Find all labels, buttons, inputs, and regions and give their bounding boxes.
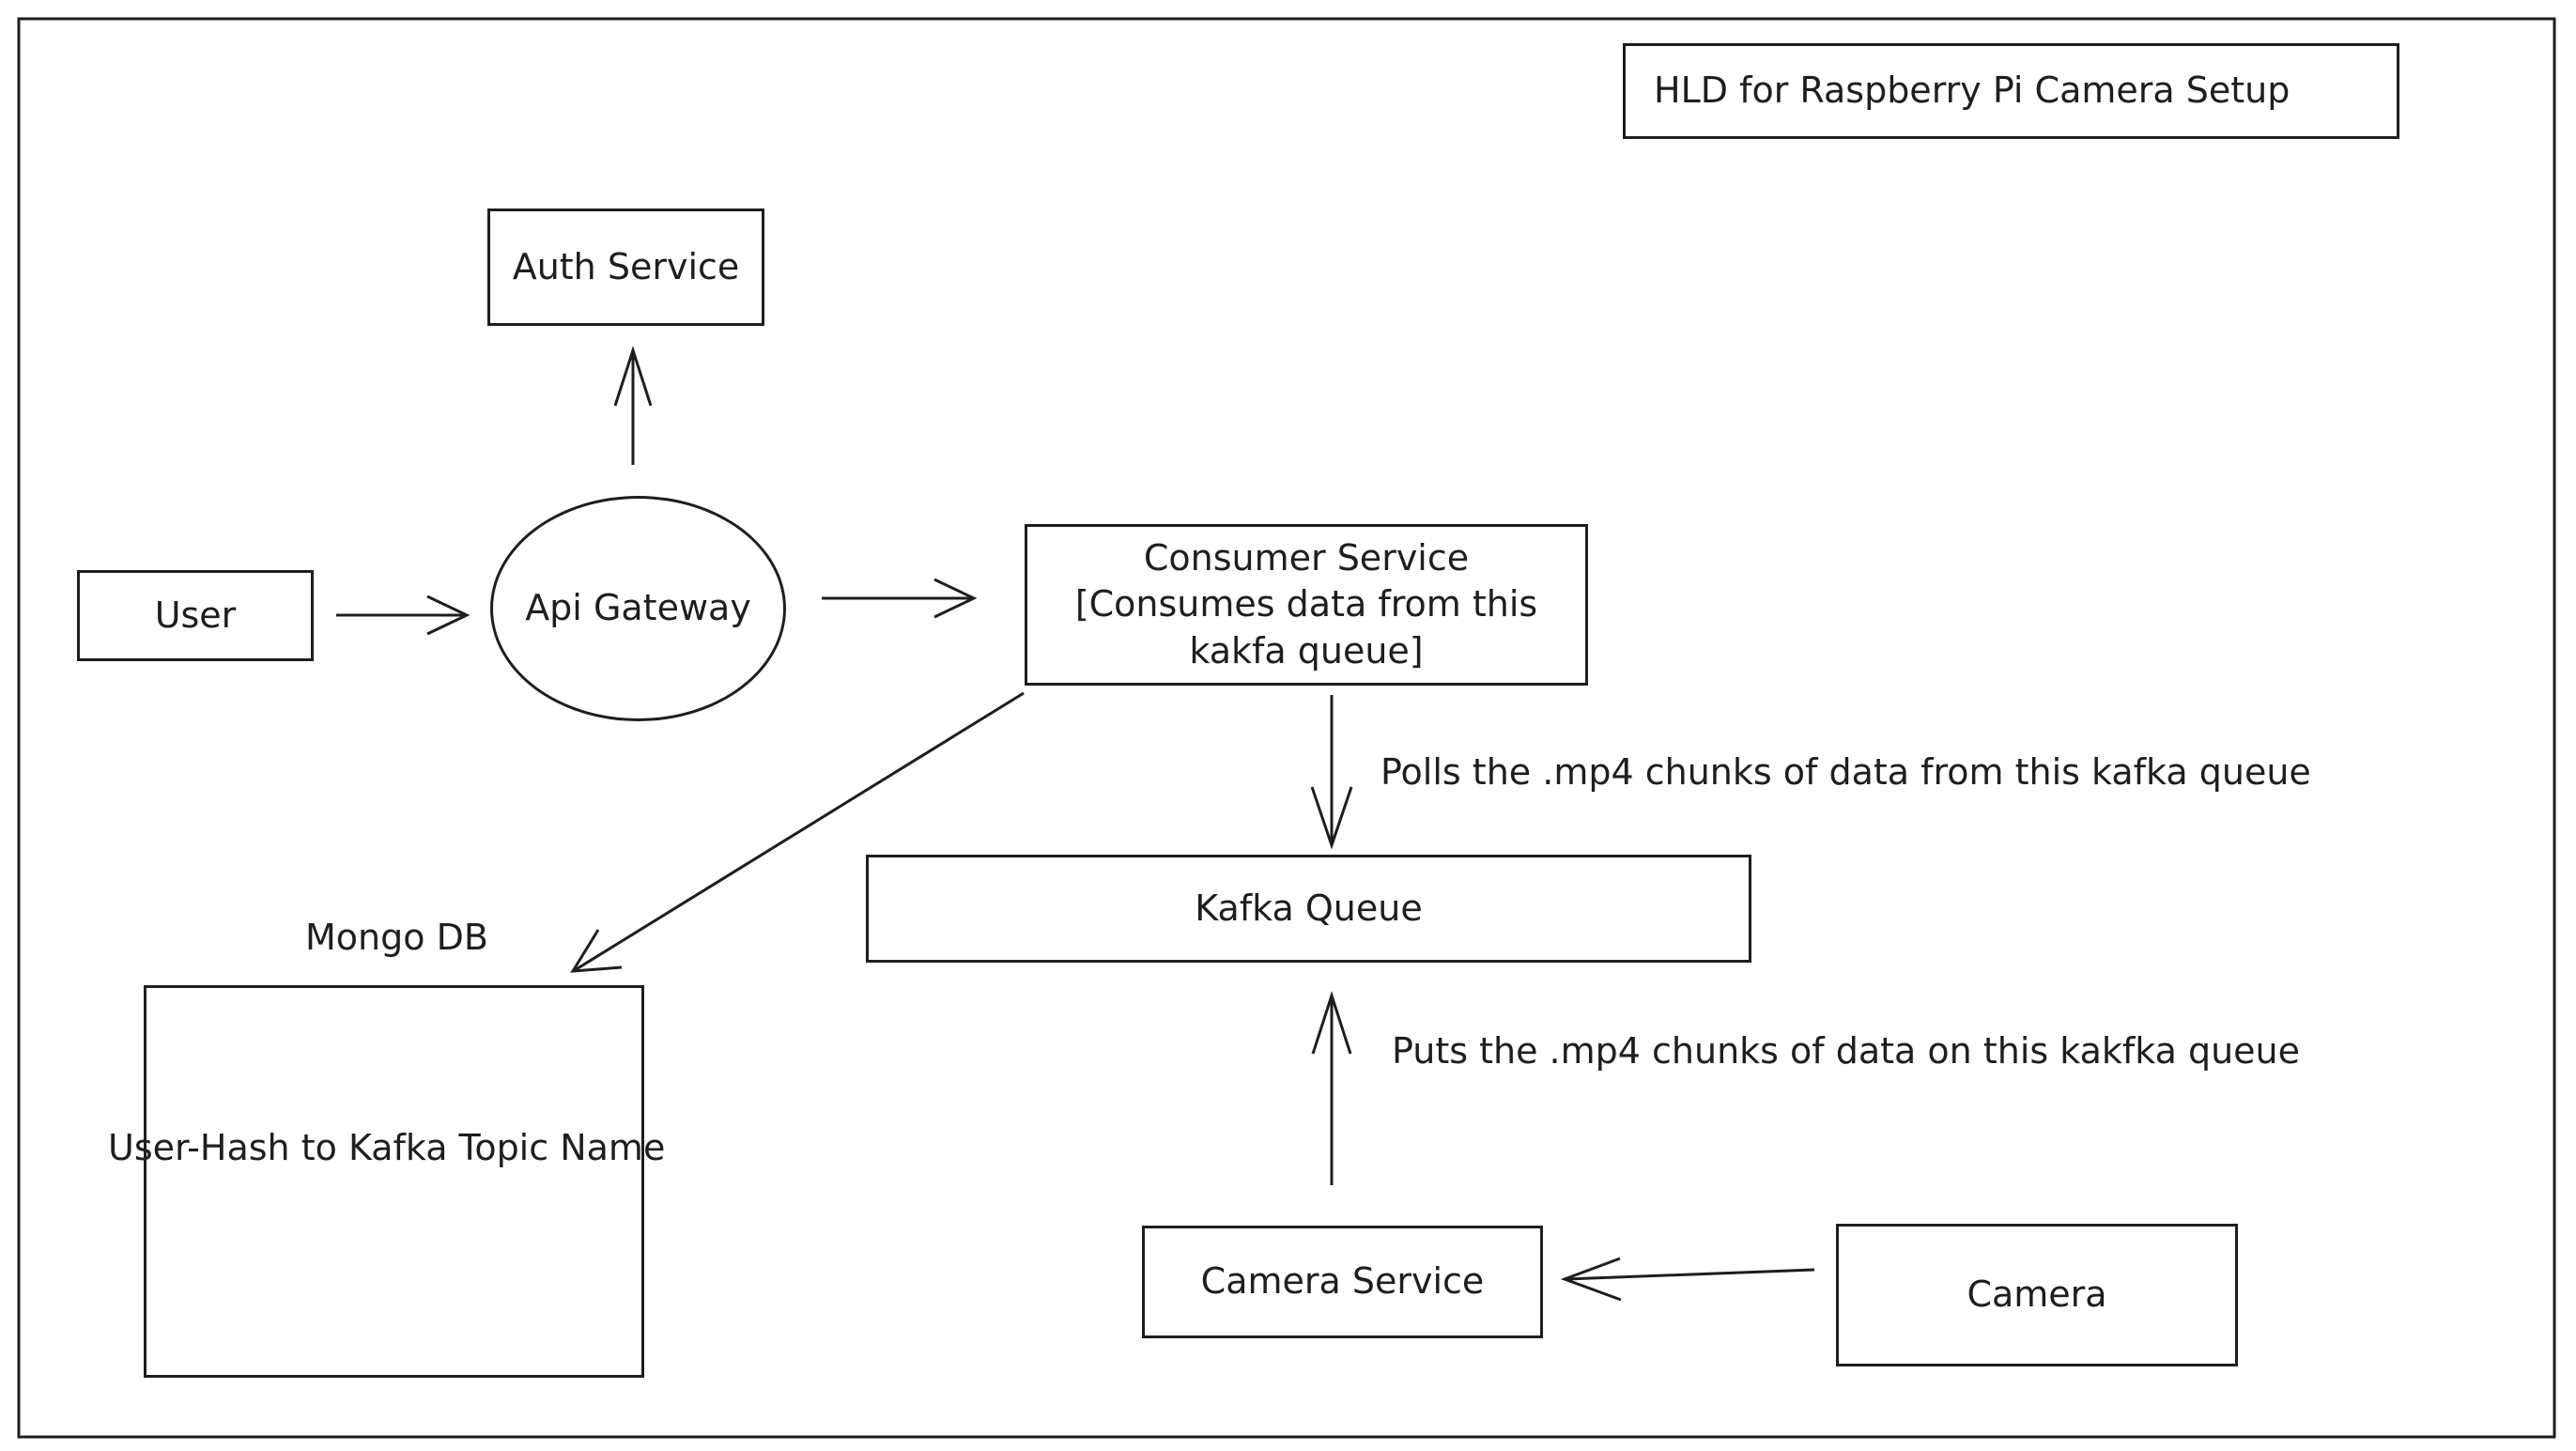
arrow-user-to-gateway	[336, 594, 470, 636]
api-gateway-node[interactable]: Api Gateway	[490, 496, 786, 721]
user-node[interactable]: User	[77, 570, 314, 661]
arrow-camera-service-to-kafka	[1311, 991, 1352, 1185]
kafka-queue-node[interactable]: Kafka Queue	[866, 855, 1751, 963]
user-label: User	[154, 594, 237, 636]
outer-frame	[17, 17, 2556, 1439]
arrow-camera-to-camera-service	[1560, 1257, 1815, 1302]
arrow-gateway-to-auth	[613, 346, 653, 465]
arrow-consumer-to-kafka	[1310, 695, 1353, 850]
camera-node[interactable]: Camera	[1836, 1224, 2238, 1366]
put-edge-label: Puts the .mp4 chunks of data on this kak…	[1392, 1030, 2301, 1072]
title-box: HLD for Raspberry Pi Camera Setup	[1623, 43, 2399, 139]
kafka-queue-label: Kafka Queue	[1195, 887, 1423, 929]
arrow-consumer-to-mongo	[570, 691, 1025, 973]
mongo-db-content: User-Hash to Kafka Topic Name	[108, 1127, 666, 1168]
consumer-service-node[interactable]: Consumer Service [Consumes data from thi…	[1025, 524, 1588, 686]
auth-service-node[interactable]: Auth Service	[487, 208, 764, 326]
camera-service-label: Camera Service	[1200, 1260, 1485, 1303]
mongo-db-node[interactable]	[144, 985, 644, 1378]
mongo-db-title: Mongo DB	[305, 917, 488, 958]
auth-service-label: Auth Service	[512, 245, 740, 287]
diagram-title: HLD for Raspberry Pi Camera Setup	[1654, 69, 2291, 112]
api-gateway-label: Api Gateway	[525, 587, 751, 629]
consumer-service-label: Consumer Service [Consumes data from thi…	[1074, 536, 1538, 671]
poll-edge-label: Polls the .mp4 chunks of data from this …	[1381, 751, 2311, 793]
camera-service-node[interactable]: Camera Service	[1142, 1226, 1543, 1338]
camera-label: Camera	[1967, 1273, 2107, 1316]
arrow-gateway-to-consumer	[822, 578, 978, 619]
